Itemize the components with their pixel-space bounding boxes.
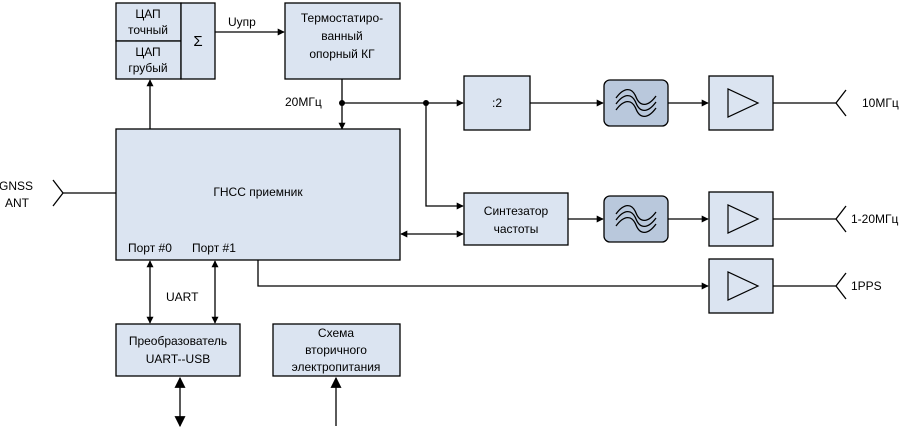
tcxo-label-1: Термостатиро-	[301, 11, 383, 25]
tcxo-block: Термостатиро- ванный опорный КГ	[284, 2, 401, 80]
filter-icon	[603, 195, 669, 243]
filter-icon	[603, 79, 669, 127]
dac-coarse-label-2: грубый	[128, 61, 167, 75]
power-label-3: электропитания	[292, 360, 381, 374]
antenna-icon	[773, 89, 847, 117]
dac-coarse-label-1: ЦАП	[135, 45, 160, 59]
converter-label-1: Преобразователь	[129, 334, 227, 348]
dac-fine-label-1: ЦАП	[135, 7, 160, 21]
pps-line	[257, 260, 709, 290]
gnss-label: GNSS	[0, 179, 33, 193]
antenna-icon	[773, 205, 847, 233]
summator-block: Σ	[180, 2, 216, 80]
converter-label-2: UART--USB	[146, 352, 210, 366]
uart-label: UART	[166, 290, 199, 304]
gnss-receiver-block: ГНСС приемник Порт #0 Порт #1	[115, 128, 401, 261]
dac-coarse-block: ЦАП грубый	[115, 40, 182, 80]
mhz20-label: 20МГц	[285, 95, 322, 109]
amplifier-icon	[708, 191, 774, 247]
amplifier-icon	[708, 75, 774, 131]
synthesizer-block: Синтезатор частоты	[463, 192, 569, 246]
ucontrol-label: Uупр	[228, 15, 256, 29]
antenna-icon	[773, 272, 847, 300]
converter-block: Преобразователь UART--USB	[115, 323, 241, 377]
sum-symbol: Σ	[193, 33, 202, 50]
power-supply-block: Схема вторичного электропитания	[272, 323, 401, 377]
power-label-2: вторичного	[305, 343, 367, 357]
out-1-20mhz-label: 1-20МГц	[851, 212, 899, 226]
port0-label: Порт #0	[128, 241, 172, 255]
synthesizer-label-1: Синтезатор	[484, 204, 549, 218]
amplifier-icon	[708, 258, 774, 314]
port1-label: Порт #1	[192, 241, 236, 255]
divider-label: :2	[492, 96, 502, 110]
ref-to-synth-line	[425, 103, 464, 210]
dac-fine-label-2: точный	[128, 23, 168, 37]
out-10mhz-label: 10МГц	[862, 96, 899, 110]
tcxo-label-2: ванный	[321, 29, 363, 43]
gnss-antenna-icon	[52, 179, 116, 207]
power-label-1: Схема	[318, 326, 354, 340]
dac-fine-block: ЦАП точный	[115, 2, 182, 42]
divider-block: :2	[463, 75, 531, 131]
synthesizer-label-2: частоты	[494, 222, 539, 236]
tcxo-label-3: опорный КГ	[309, 47, 375, 61]
ant-label: ANT	[5, 196, 30, 210]
out-1pps-label: 1PPS	[851, 279, 882, 293]
gnss-receiver-label: ГНСС приемник	[213, 185, 303, 199]
